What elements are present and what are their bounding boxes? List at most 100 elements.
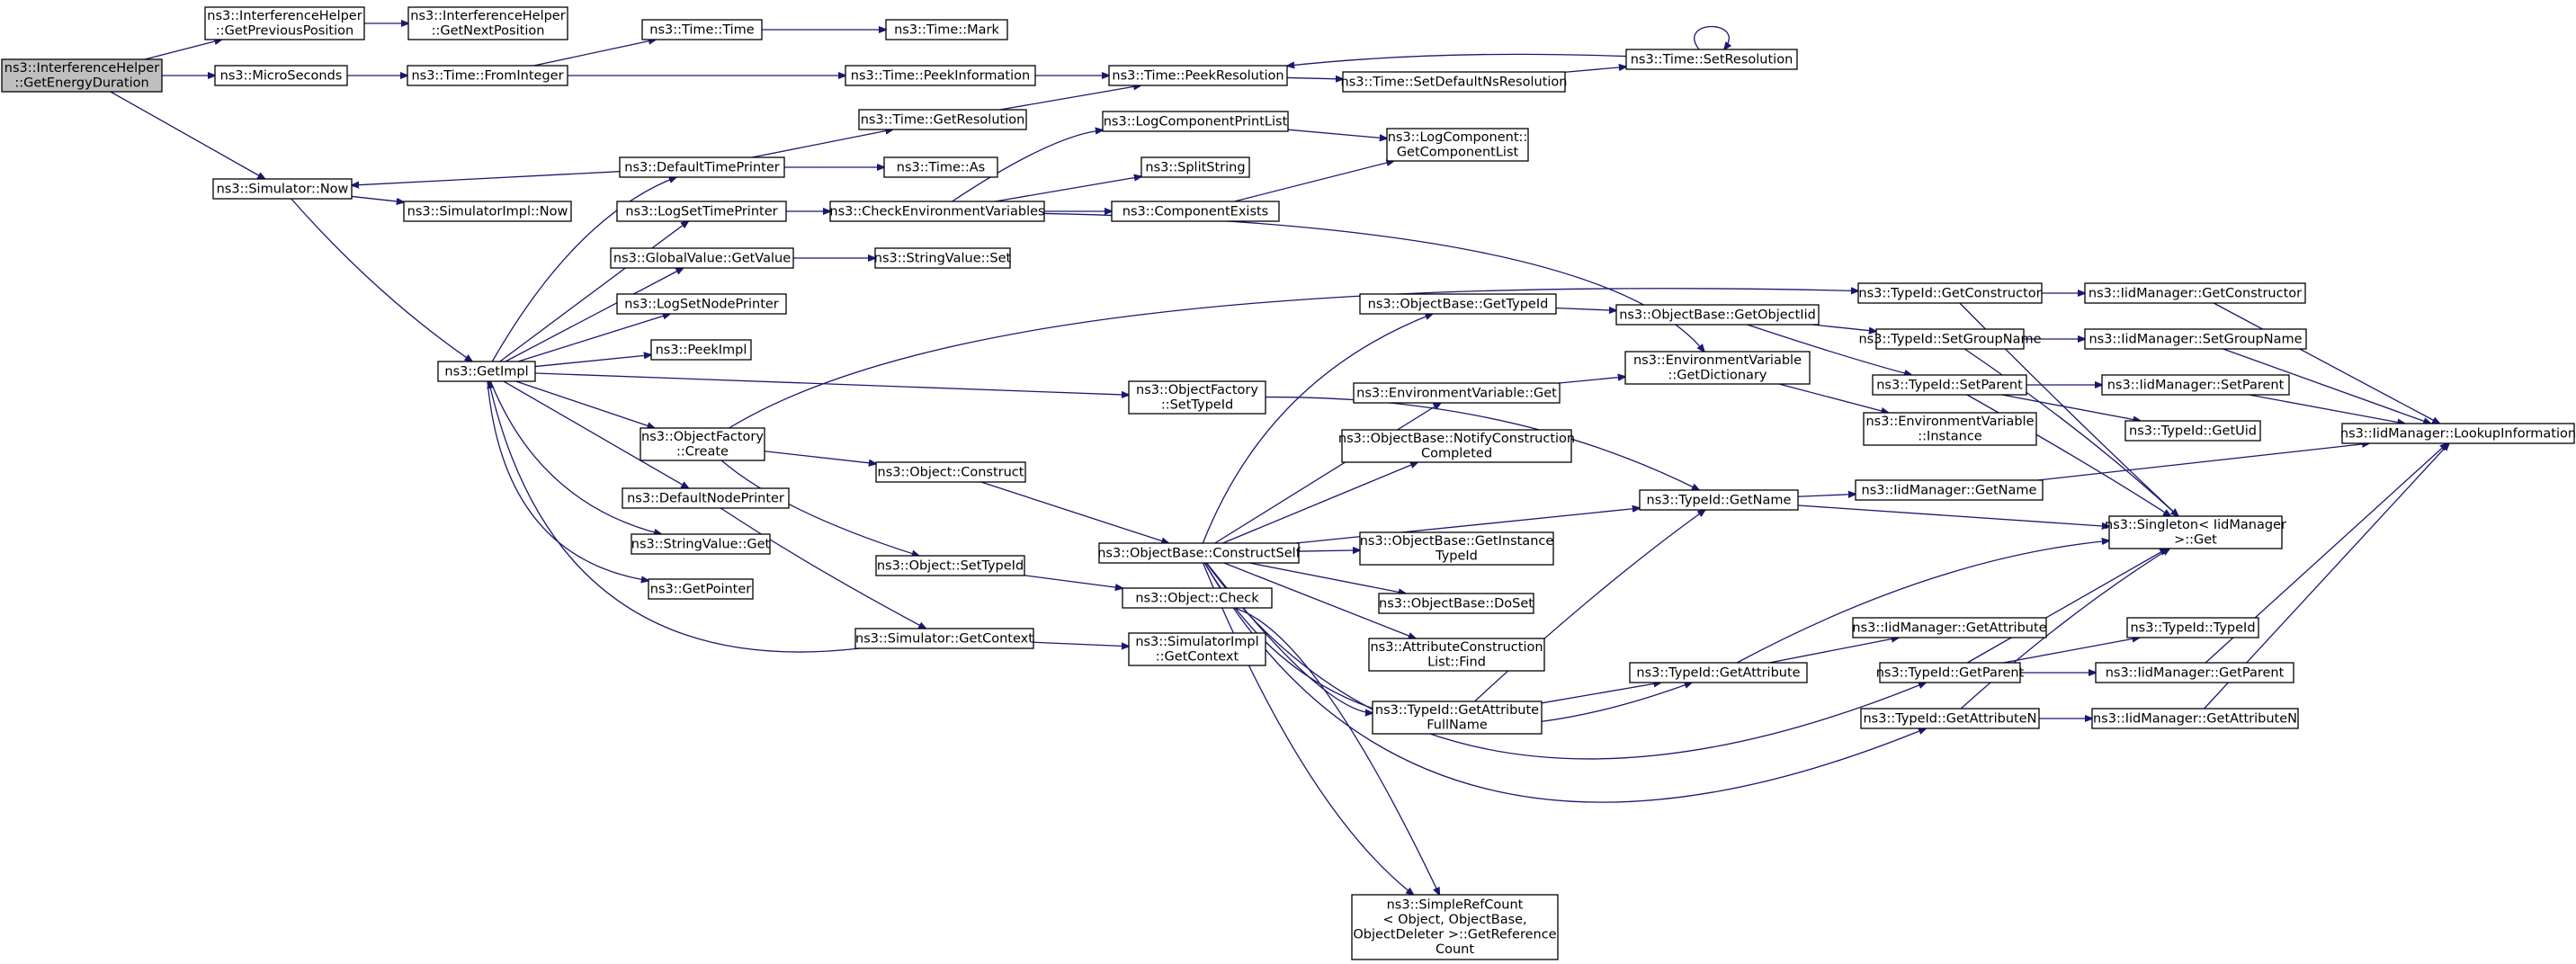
graph-node[interactable]: ns3::ObjectFactory::Create	[640, 427, 765, 461]
graph-node[interactable]: ns3::IidManager::LookupInformation	[2340, 423, 2576, 444]
edge-n_constructself-to-n_notifyconst	[1222, 462, 1418, 544]
graph-node[interactable]: ns3::ObjectFactory::SetTypeId	[1128, 380, 1266, 415]
node-label: ns3::TypeId::GetConstructor	[1858, 286, 2041, 300]
graph-node[interactable]: ns3::DefaultNodePrinter	[622, 487, 790, 509]
node-box	[829, 201, 1045, 222]
graph-node[interactable]: ns3::PeekImpl	[650, 339, 752, 361]
graph-node[interactable]: ns3::SplitString	[1140, 156, 1250, 178]
graph-node[interactable]: ns3::TypeId::GetUid	[2124, 420, 2261, 442]
graph-node[interactable]: ns3::LogComponent::GetComponentList	[1386, 128, 1529, 162]
node-label: ns3::PeekImpl	[656, 343, 747, 357]
edge-n_objfactcreate-to-n_objconstruct	[764, 451, 876, 464]
graph-node[interactable]: ns3::EnvironmentVariable::Instance	[1863, 412, 2037, 446]
graph-node[interactable]: ns3::ObjectBase::NotifyConstructionCompl…	[1338, 429, 1575, 463]
edge-n_getimpl-to-n_objfactcreate	[515, 380, 655, 428]
graph-node[interactable]: ns3::InterferenceHelper::GetPreviousPosi…	[204, 6, 365, 40]
graph-node[interactable]: ns3::IidManager::SetGroupName	[2084, 328, 2307, 350]
graph-node[interactable]: ns3::IidManager::GetAttributeN	[2091, 708, 2299, 729]
node-label: ns3::IidManager::GetAttribute	[1852, 620, 2046, 635]
graph-node[interactable]: ns3::TypeId::GetConstructor	[1857, 282, 2043, 304]
graph-root-node[interactable]: ns3::InterferenceHelper::GetEnergyDurati…	[1, 58, 163, 93]
graph-node[interactable]: ns3::TypeId::SetGroupName	[1858, 328, 2042, 350]
graph-node[interactable]: ns3::GetPointer	[648, 578, 754, 600]
graph-node[interactable]: ns3::Time::As	[883, 156, 998, 178]
graph-node[interactable]: ns3::GetImpl	[437, 361, 536, 382]
node-box	[1872, 374, 2027, 396]
edge-n_simgetctx-to-n_getimpl	[489, 381, 860, 653]
node-box	[640, 427, 765, 461]
graph-node[interactable]: ns3::Object::Construct	[875, 461, 1026, 483]
graph-node[interactable]: ns3::Time::Time	[641, 19, 763, 40]
graph-node[interactable]: ns3::TypeId::GetAttributeN	[1860, 708, 2040, 729]
graph-node[interactable]: ns3::LogSetNodePrinter	[616, 293, 787, 315]
node-box	[1860, 708, 2040, 729]
graph-node[interactable]: ns3::ObjectBase::GetObjectIid	[1615, 304, 1820, 326]
graph-node[interactable]: ns3::SimulatorImpl::GetContext	[1128, 632, 1266, 666]
graph-node[interactable]: ns3::CheckEnvironmentVariables	[829, 201, 1045, 222]
edge-n_constructself-to-n_simplerefcount	[1202, 562, 1414, 895]
graph-node[interactable]: ns3::Simulator::Now	[212, 178, 353, 200]
edge-n_constructself-to-n_envget	[1214, 403, 1441, 544]
edge-n_typeidgetattr-to-n_iidgetattr	[1768, 638, 1899, 664]
graph-node[interactable]: ns3::StringValue::Get	[631, 533, 771, 555]
graph-node[interactable]: ns3::Time::GetResolution	[858, 109, 1027, 130]
node-label: ns3::GetPointer	[650, 582, 752, 596]
node-label: ns3::ObjectBase::GetObjectIid	[1619, 308, 1816, 322]
graph-node[interactable]: ns3::GlobalValue::GetValue	[610, 247, 794, 269]
graph-node[interactable]: ns3::IidManager::GetAttribute	[1852, 617, 2047, 638]
node-label: ns3::TypeId::GetParent	[1876, 665, 2025, 680]
graph-node[interactable]: ns3::TypeId::SetParent	[1872, 374, 2027, 396]
graph-node[interactable]: ns3::Time::PeekResolution	[1108, 65, 1288, 86]
node-label: ns3::ObjectBase::NotifyConstruction	[1338, 432, 1575, 446]
node-label: ns3::TypeId::GetAttribute	[1375, 703, 1539, 718]
edge-n_typeidsetgroup-to-n_singletonget	[1963, 348, 2178, 516]
graph-node[interactable]: ns3::Time::Mark	[885, 19, 1008, 40]
graph-node[interactable]: ns3::IidManager::GetName	[1855, 479, 2044, 501]
graph-node[interactable]: ns3::Time::FromInteger	[407, 65, 568, 86]
graph-node[interactable]: ns3::Simulator::GetContext	[854, 628, 1034, 649]
graph-node[interactable]: ns3::IidManager::GetConstructor	[2084, 282, 2306, 304]
graph-node[interactable]: ns3::EnvironmentVariable::GetDictionary	[1624, 351, 1811, 385]
graph-node[interactable]: ns3::LogComponentPrintList	[1102, 111, 1289, 132]
graph-node[interactable]: ns3::LogSetTimePrinter	[616, 201, 787, 222]
graph-node[interactable]: ns3::EnvironmentVariable::Get	[1353, 382, 1561, 404]
graph-node[interactable]: ns3::ObjectBase::DoSet	[1378, 593, 1534, 614]
graph-node[interactable]: ns3::DefaultTimePrinter	[619, 156, 785, 178]
graph-node[interactable]: ns3::InterferenceHelper::GetNextPosition	[407, 6, 568, 40]
graph-node[interactable]: ns3::Time::PeekInformation	[845, 65, 1036, 86]
node-box	[854, 628, 1034, 649]
graph-node[interactable]: ns3::Time::SetDefaultNsResolution	[1341, 71, 1568, 93]
graph-node[interactable]: ns3::Time::SetResolution	[1625, 49, 1798, 70]
node-box	[1128, 380, 1266, 415]
graph-node[interactable]: ns3::StringValue::Set	[874, 247, 1012, 269]
graph-node[interactable]: ns3::TypeId::TypeId	[2126, 617, 2259, 638]
node-label: ns3::SimulatorImpl	[1135, 635, 1258, 649]
graph-node[interactable]: ns3::ComponentExists	[1111, 201, 1280, 222]
edge-n_typeidgetattr-to-n_singletonget	[1736, 540, 2109, 664]
graph-node[interactable]: ns3::SimulatorImpl::Now	[403, 201, 572, 222]
node-box	[1359, 531, 1554, 566]
graph-node[interactable]: ns3::IidManager::GetParent	[2095, 662, 2294, 683]
graph-node[interactable]: ns3::Object::Check	[1122, 587, 1273, 609]
node-box	[2084, 282, 2306, 304]
node-label: ::SetTypeId	[1161, 398, 1233, 413]
graph-node[interactable]: ns3::ObjectBase::ConstructSelf	[1097, 542, 1301, 564]
node-label: ns3::Time::PeekInformation	[851, 68, 1030, 83]
node-box	[1122, 587, 1273, 609]
graph-node[interactable]: ns3::IidManager::SetParent	[2101, 374, 2290, 396]
graph-node[interactable]: ns3::TypeId::GetParent	[1876, 662, 2025, 683]
graph-node[interactable]: ns3::MicroSeconds	[214, 65, 348, 86]
graph-node[interactable]: ns3::ObjectBase::GetTypeId	[1359, 293, 1557, 315]
graph-node[interactable]: ns3::Object::SetTypeId	[875, 555, 1025, 576]
edge-n_typeidgetname-to-n_singletonget	[1797, 504, 2109, 527]
node-box	[1639, 489, 1799, 511]
edge-n_getimpl-to-n_defaulttime	[491, 177, 676, 362]
graph-node[interactable]: ns3::TypeId::GetName	[1639, 489, 1799, 511]
node-box	[1857, 282, 2043, 304]
graph-node[interactable]: ns3::SimpleRefCount< Object, ObjectBase,…	[1351, 894, 1559, 960]
graph-node[interactable]: ns3::Singleton< IidManager>::Get	[2105, 515, 2286, 549]
graph-node[interactable]: ns3::TypeId::GetAttribute	[1629, 662, 1808, 683]
